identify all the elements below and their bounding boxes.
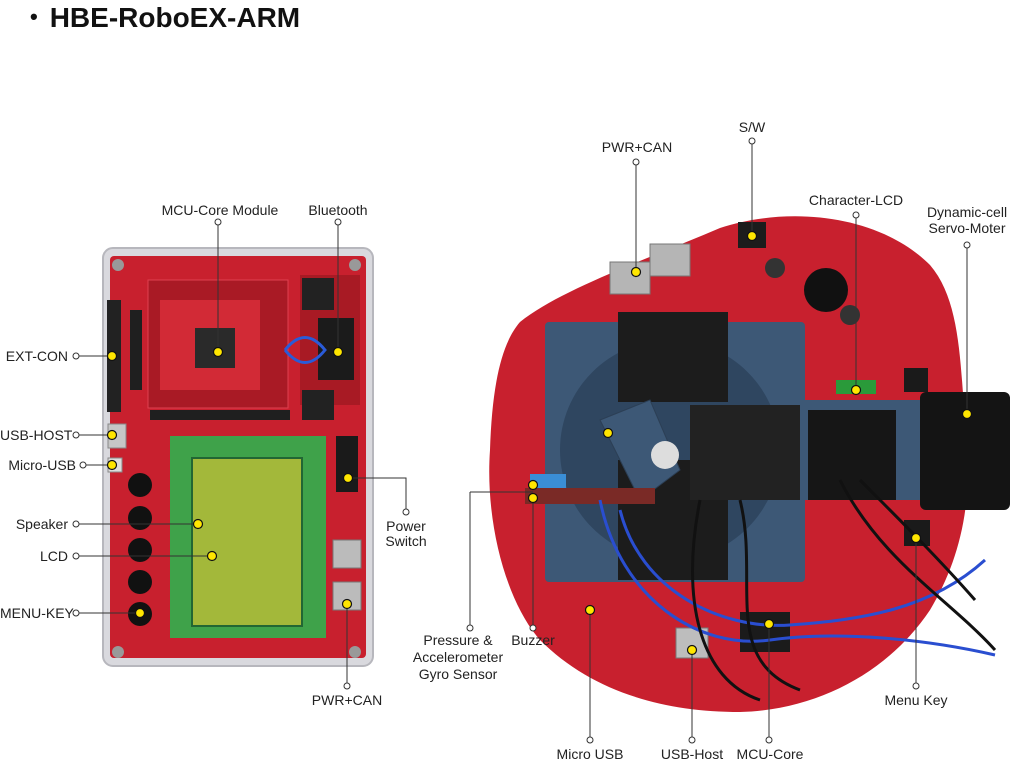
leader-lines xyxy=(72,137,971,744)
label-power-switch-2: Switch xyxy=(385,533,427,549)
label-bluetooth: Bluetooth xyxy=(308,202,368,218)
marker-mcu-core-right xyxy=(763,618,775,630)
marker-pressure xyxy=(527,479,539,491)
left-board xyxy=(102,247,374,667)
marker-speaker xyxy=(192,518,204,530)
label-menu-key: MENU-KEY xyxy=(0,605,74,621)
marker-buzzer xyxy=(527,492,539,504)
marker-mcu-core-module xyxy=(212,346,224,358)
label-lcd: LCD xyxy=(39,548,68,564)
bluetooth-wire xyxy=(283,336,327,364)
power-switch-body xyxy=(336,436,358,492)
label-usb-host: USB-HOST xyxy=(0,427,73,443)
connector-bottom xyxy=(302,390,334,420)
marker-arm xyxy=(602,427,614,439)
marker-usb-host xyxy=(106,429,118,441)
marker-character-lcd xyxy=(850,384,862,396)
label-pressure-1: Pressure & xyxy=(423,632,493,648)
sensor-board xyxy=(525,488,655,504)
label-speaker: Speaker xyxy=(15,516,68,532)
label-sw: S/W xyxy=(738,119,766,135)
horn xyxy=(651,441,679,469)
title-text: HBE-RoboEX-ARM xyxy=(49,2,301,33)
lcd-screen xyxy=(191,457,303,627)
wire-black xyxy=(738,499,801,692)
marker-pwr-can xyxy=(341,598,353,610)
servo-top xyxy=(618,312,728,402)
marker-menu-key xyxy=(134,607,146,619)
pwr-can-connector xyxy=(332,539,362,569)
pin-header xyxy=(150,410,290,420)
label-micro-usb: Micro-USB xyxy=(8,457,76,473)
button xyxy=(128,473,152,497)
marker-usb-host-right xyxy=(686,644,698,656)
label-dynamic-cell-2: Servo-Moter xyxy=(928,220,1006,236)
label-power-switch-1: Power xyxy=(386,518,426,534)
marker-menu-key-right xyxy=(910,532,922,544)
label-pwr-can: PWR+CAN xyxy=(311,692,383,708)
label-usb-host-right: USB-Host xyxy=(660,746,724,762)
markers xyxy=(106,230,973,656)
label-pressure-3: Gyro Sensor xyxy=(418,666,498,682)
button xyxy=(128,538,152,562)
bullet-dot: • xyxy=(30,4,38,29)
page-title: • HBE-RoboEX-ARM xyxy=(30,2,300,34)
marker-micro-usb-right xyxy=(584,604,596,616)
marker-lcd xyxy=(206,550,218,562)
label-menu-key-right: Menu Key xyxy=(884,692,948,708)
label-dynamic-cell-1: Dynamic-cell xyxy=(926,204,1008,220)
screw xyxy=(349,259,361,271)
marker-sw xyxy=(746,230,758,242)
servo-mid xyxy=(808,410,896,500)
screw xyxy=(112,259,124,271)
arm-bracket xyxy=(599,399,681,501)
connector-top xyxy=(302,278,334,310)
label-mcu-core-module: MCU-Core Module xyxy=(161,202,279,218)
buzzer-cap xyxy=(804,268,848,312)
wire-blue xyxy=(618,509,987,627)
pin-header xyxy=(130,310,142,390)
marker-power-switch xyxy=(342,472,354,484)
marker-ext-con xyxy=(106,350,118,362)
marker-pwr-can-right xyxy=(630,266,642,278)
wire-blue xyxy=(598,499,996,657)
pwr-can-connector-right xyxy=(649,243,691,277)
screw xyxy=(349,646,361,658)
marker-micro-usb xyxy=(106,459,118,471)
label-micro-usb-right: Micro USB xyxy=(556,746,624,762)
pressure-sensor xyxy=(530,474,566,492)
button-right xyxy=(904,368,928,392)
wire-black xyxy=(691,499,761,702)
button xyxy=(128,506,152,530)
screw xyxy=(112,646,124,658)
marker-dynamic-cell xyxy=(961,408,973,420)
button xyxy=(128,570,152,594)
pwr-can-connector-right xyxy=(609,261,651,295)
label-ext-con: EXT-CON xyxy=(5,348,68,364)
label-buzzer: Buzzer xyxy=(511,632,555,648)
label-pressure-2: Accelerometer xyxy=(412,649,504,665)
label-character-lcd: Character-LCD xyxy=(808,192,904,208)
label-pwr-can-right: PWR+CAN xyxy=(601,139,673,155)
capacitor xyxy=(765,258,785,278)
right-robot xyxy=(489,216,1010,712)
dynamic-cell-servo xyxy=(920,392,1010,510)
gripper-servo xyxy=(690,405,810,500)
capacitor xyxy=(840,305,860,325)
marker-bluetooth xyxy=(332,346,344,358)
label-mcu-core-right: MCU-Core xyxy=(736,746,804,762)
